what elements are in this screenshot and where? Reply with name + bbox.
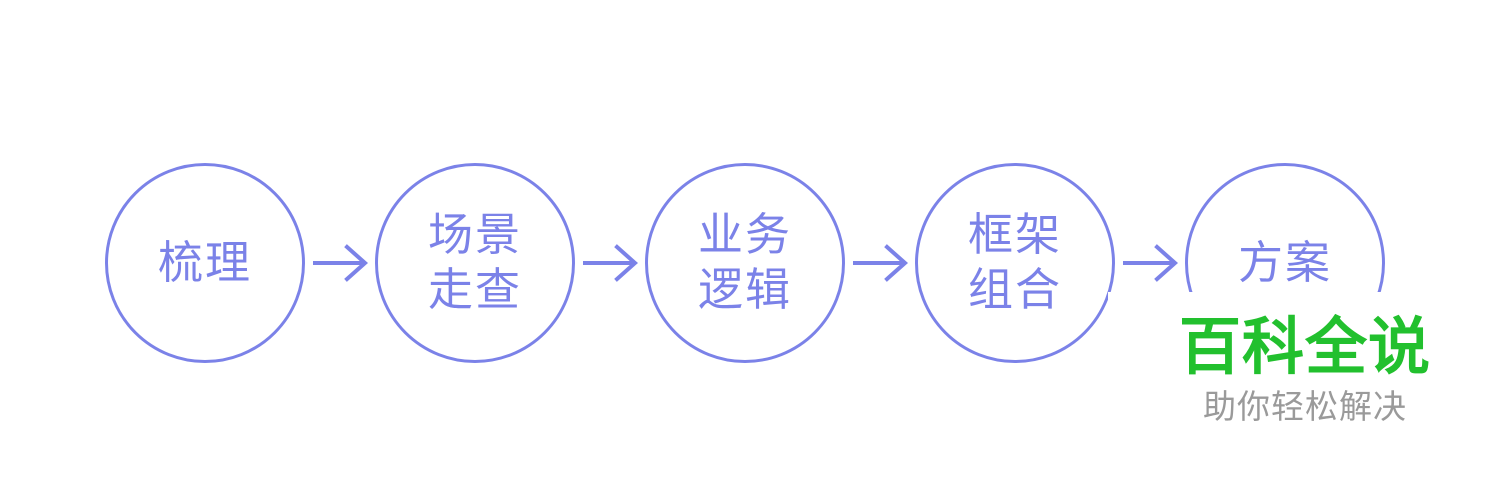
- flow-node-1-line-1: 梳理: [157, 235, 252, 289]
- flow-node-2: 场景 走查: [375, 163, 575, 363]
- watermark: 百科全说 助你轻松解决: [1108, 292, 1508, 499]
- flow-node-5: 方案: [1185, 163, 1385, 363]
- flow-node-5-line-1: 方案: [1237, 235, 1332, 289]
- flow-node-3-line-2: 逻辑: [697, 263, 792, 316]
- flow-node-4: 框架 组合: [915, 163, 1115, 363]
- flow-node-4-line-1: 框架: [967, 208, 1062, 262]
- watermark-subtitle: 助你轻松解决: [1203, 387, 1407, 427]
- flow-node-3: 业务 逻辑: [645, 163, 845, 363]
- watermark-content: 百科全说 助你轻松解决: [1130, 314, 1480, 425]
- arrow-right-icon-3: [851, 239, 913, 287]
- watermark-title: 百科全说: [1178, 310, 1431, 383]
- flow-node-4-line-2: 组合: [967, 263, 1062, 316]
- flow-node-2-line-2: 走查: [427, 263, 522, 316]
- arrow-right-icon-2: [581, 239, 643, 287]
- flow-node-3-line-1: 业务: [697, 208, 792, 262]
- arrow-right-icon-4: [1121, 239, 1183, 287]
- flow-node-1: 梳理: [105, 163, 305, 363]
- flow-node-2-line-1: 场景: [427, 208, 522, 262]
- arrow-right-icon-1: [311, 239, 373, 287]
